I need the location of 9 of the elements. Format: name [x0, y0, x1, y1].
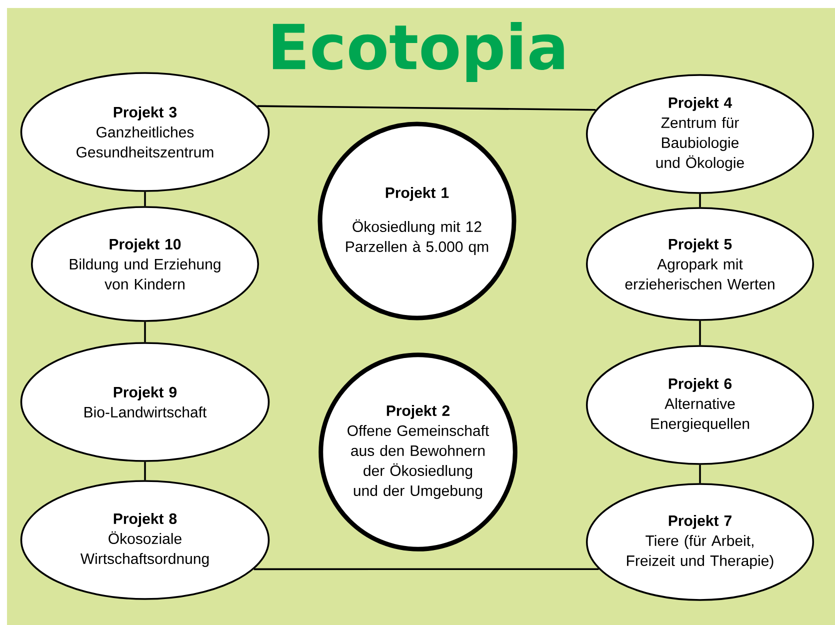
connector-line [254, 568, 599, 570]
connector-line [699, 194, 701, 208]
connector-line [144, 462, 146, 480]
connector-line [257, 105, 596, 111]
connector-line [699, 464, 701, 484]
connector-line [144, 322, 146, 342]
connector-line [699, 320, 701, 346]
connector-line [144, 192, 146, 206]
title: Ecotopia [273, 22, 564, 82]
